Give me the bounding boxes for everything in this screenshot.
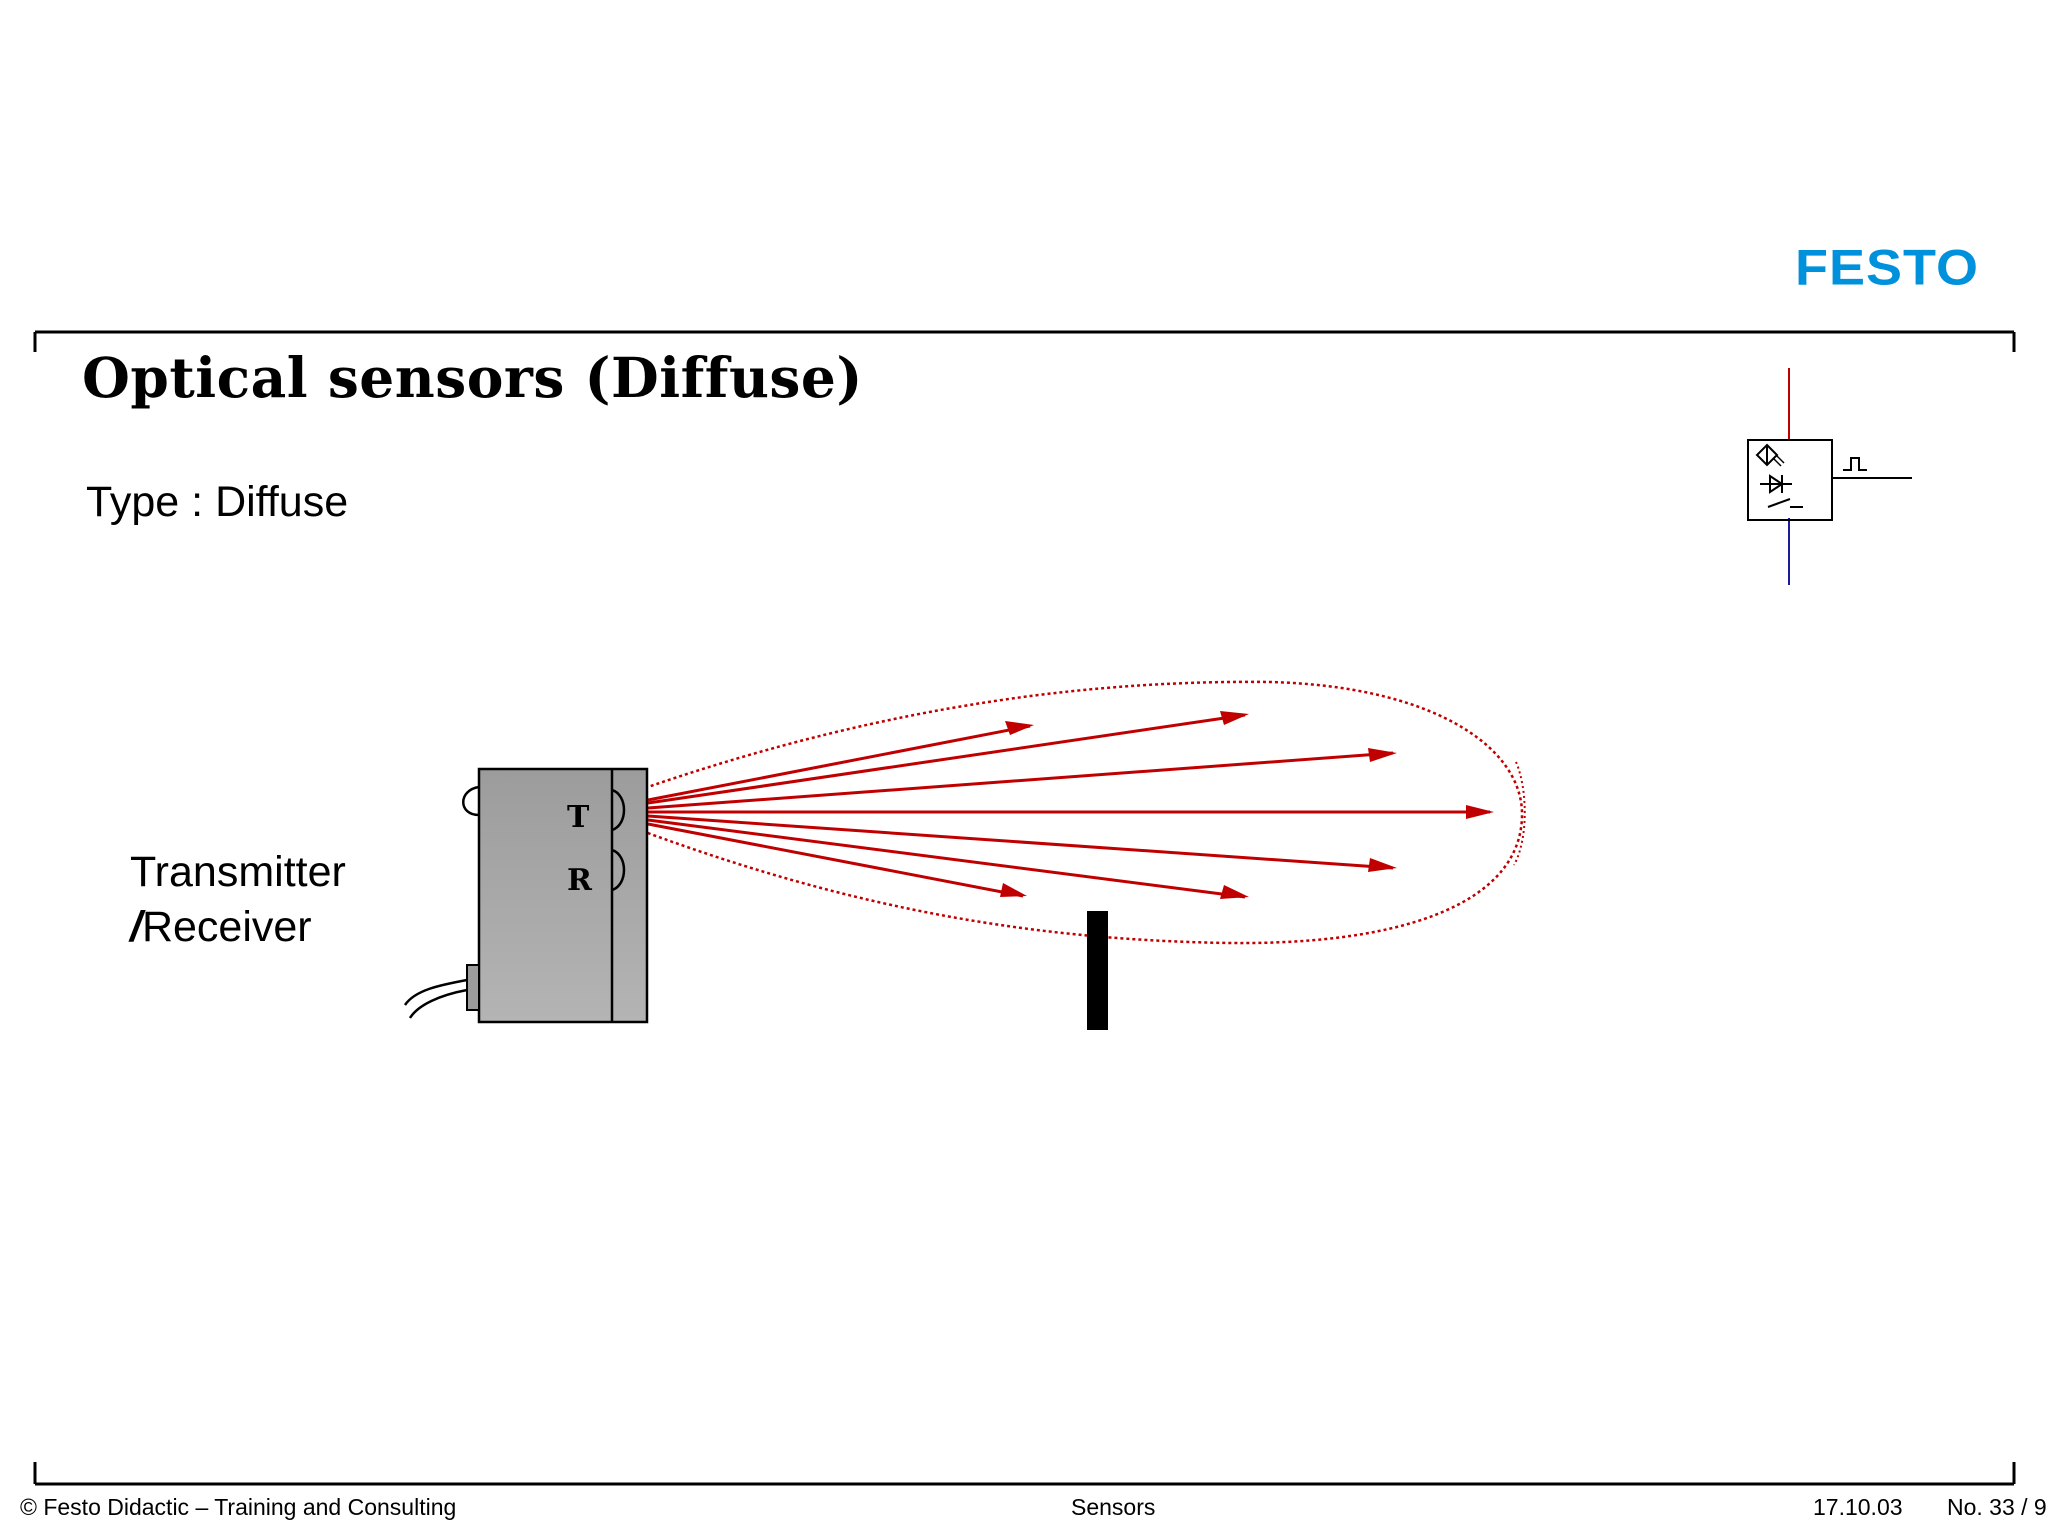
page-title: Optical sensors (Diffuse) xyxy=(82,345,863,410)
target-object xyxy=(1087,911,1108,1030)
sensor-circuit-symbol-icon xyxy=(1747,368,1912,585)
festo-logo: FESTO xyxy=(1795,240,1980,296)
device-label-line1: Transmitter xyxy=(130,848,346,896)
sensor-body xyxy=(403,767,649,1024)
arrowhead-icon xyxy=(1466,805,1494,819)
arrowhead-icon xyxy=(1220,711,1249,725)
footer-copyright: © Festo Didactic – Training and Consulti… xyxy=(20,1494,457,1520)
light-rays xyxy=(647,713,1490,899)
arrowhead-icon xyxy=(1368,748,1397,762)
device-label: Transmitter /Receiver xyxy=(130,845,346,955)
arrowhead-icon xyxy=(1368,858,1397,872)
light-ray xyxy=(647,724,1031,802)
transmitter-lens xyxy=(611,788,626,832)
sensor-type-label: Type : Diffuse xyxy=(86,478,349,526)
arrowheads xyxy=(1000,711,1494,899)
receiver-lens xyxy=(611,848,626,892)
receiver-letter: R xyxy=(567,863,593,898)
detection-zone-edge xyxy=(1513,761,1526,866)
arrowhead-icon xyxy=(1000,883,1027,897)
footer-topic: Sensors xyxy=(1071,1494,1156,1520)
bottom-border xyxy=(33,1462,2016,1486)
device-label-line2: /Receiver xyxy=(130,900,346,955)
light-ray xyxy=(647,713,1246,805)
footer-page-number: No. 33 / 9 xyxy=(1947,1494,2047,1520)
light-ray xyxy=(647,814,1394,870)
light-ray xyxy=(647,751,1394,810)
arrowhead-icon xyxy=(1005,721,1034,735)
top-border xyxy=(33,330,2016,352)
device-label-receiver: Receiver xyxy=(141,903,312,951)
light-ray xyxy=(647,818,1246,899)
footer-date: 17.10.03 xyxy=(1813,1494,1903,1520)
arrowhead-icon xyxy=(1220,885,1249,899)
transmitter-letter: T xyxy=(567,800,590,835)
device-label-slash: / xyxy=(130,903,142,951)
detection-zone-outline xyxy=(644,680,1524,945)
light-ray xyxy=(647,822,1024,898)
